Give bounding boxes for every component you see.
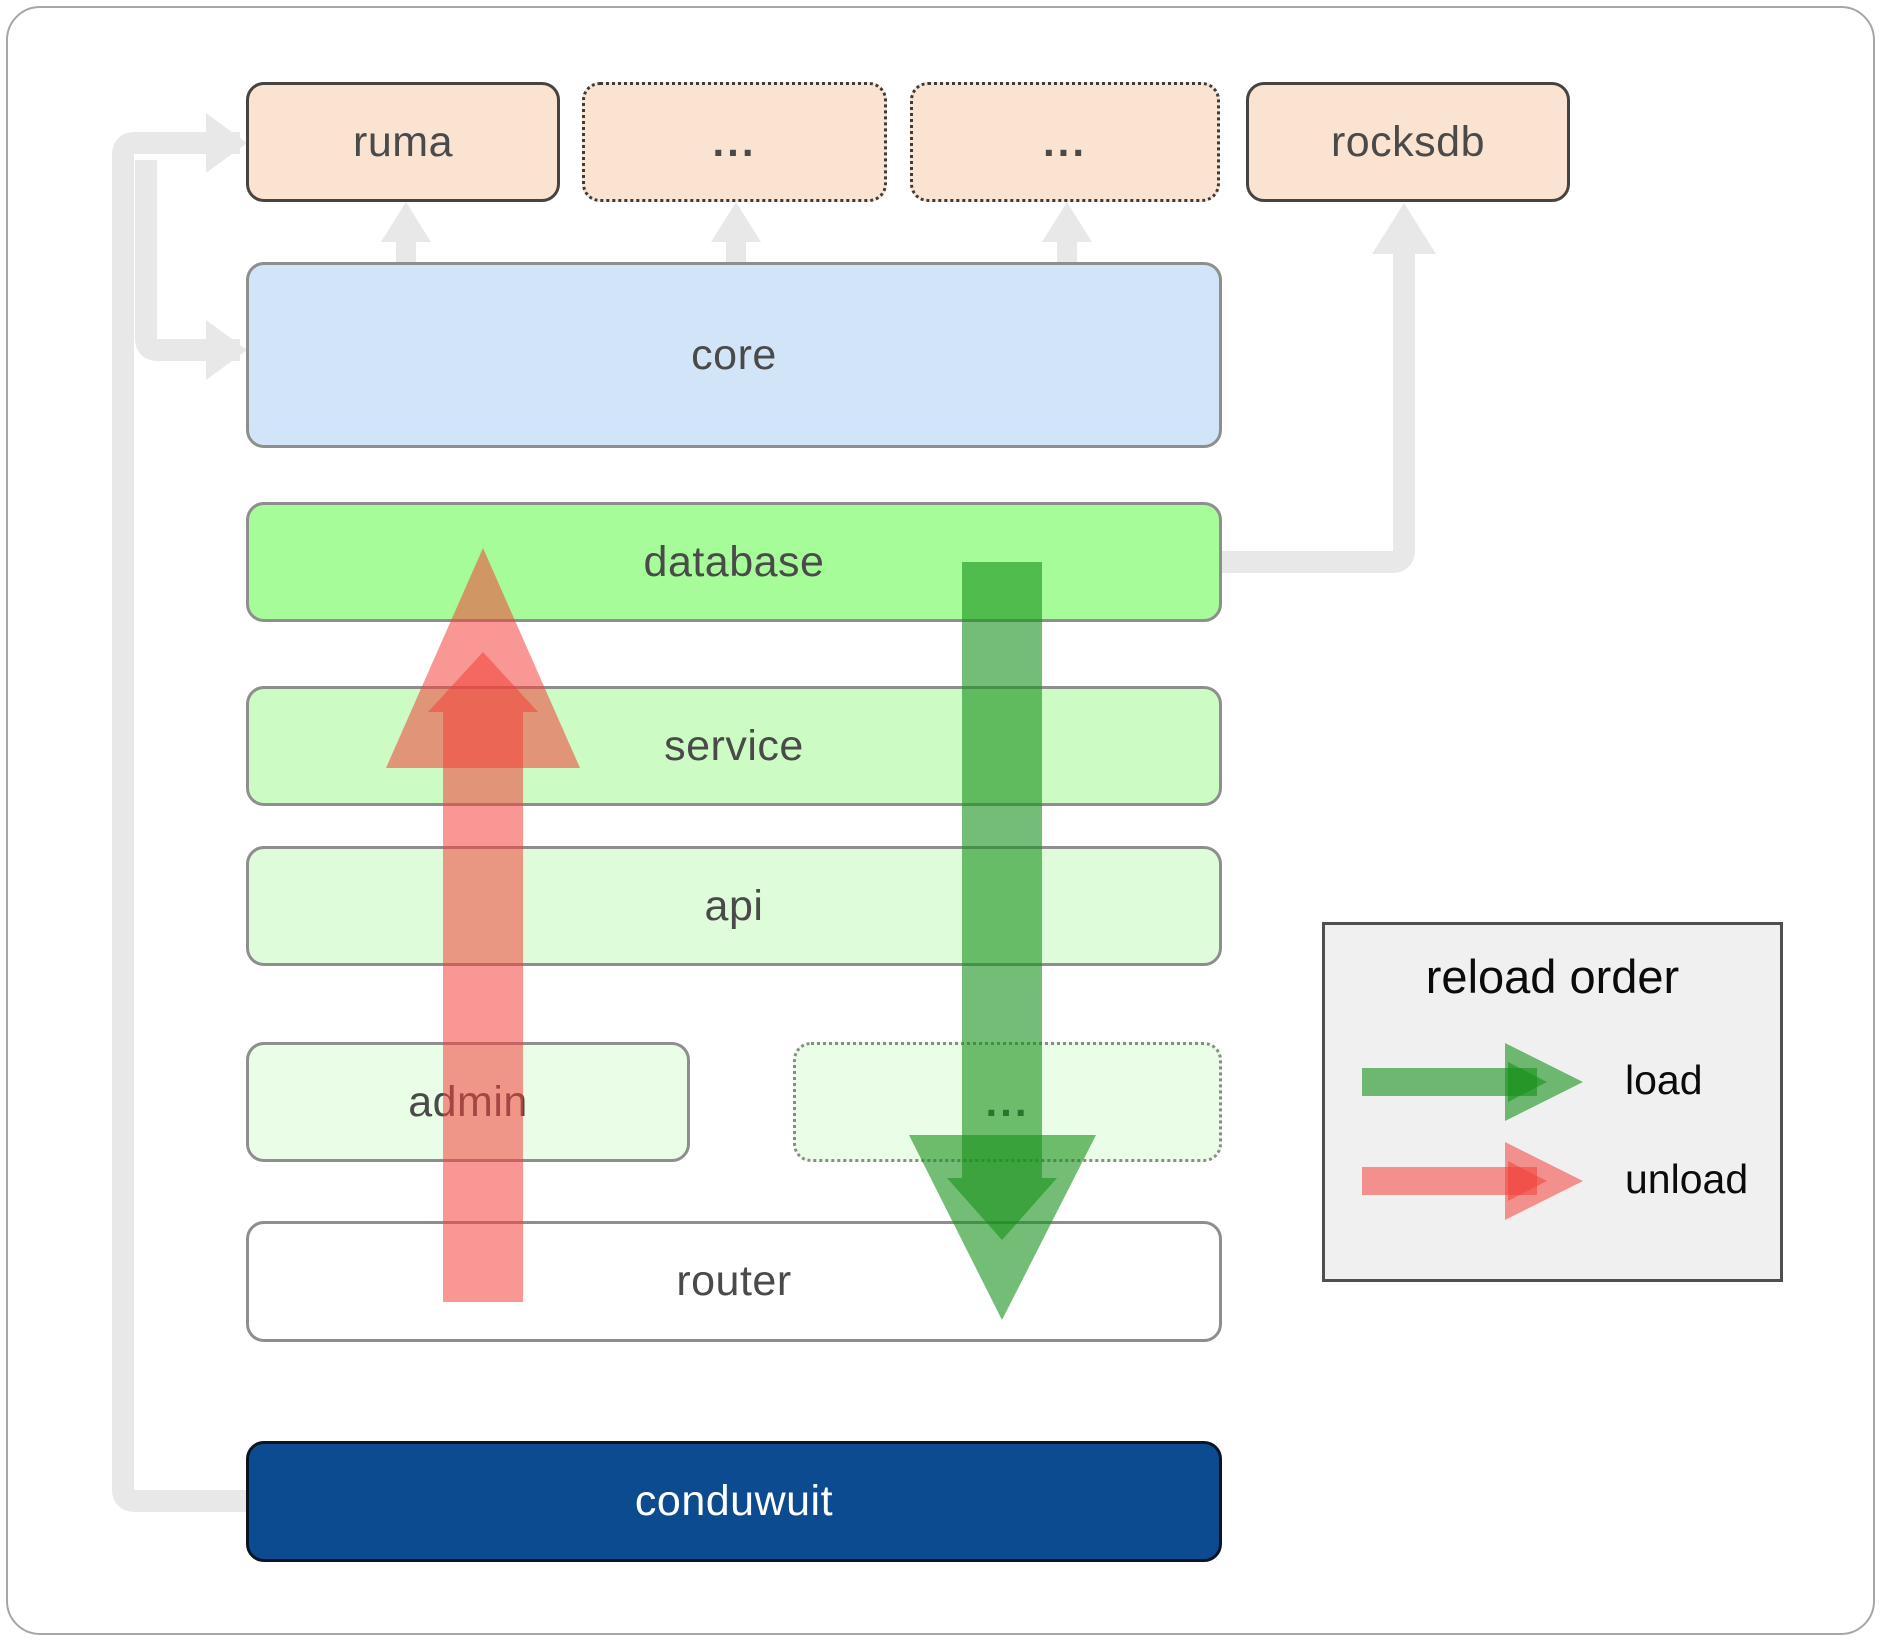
arrowhead-into-ruma [206, 113, 247, 173]
box-api-label: api [704, 881, 764, 930]
unload-arrow-shaft [443, 712, 523, 1302]
legend-load-arrow-inner-head [1508, 1062, 1547, 1102]
box-ellipsis-top-2: ... [910, 82, 1220, 202]
box-ellipsis-top-2-label: ... [1042, 118, 1087, 165]
legend-unload-label: unload [1625, 1156, 1749, 1202]
legend-load-label: load [1625, 1057, 1703, 1103]
box-conduwuit: conduwuit [246, 1441, 1222, 1562]
arrowhead-core-to-ellipsis2 [1042, 202, 1092, 242]
unload-arrow-inner-head [428, 652, 538, 712]
legend-reload-order: reload order load unload [1322, 922, 1783, 1282]
connector-conduwuit-to-ruma [112, 132, 246, 1512]
box-api: api [246, 846, 1222, 966]
box-core-label: core [691, 330, 777, 379]
arrowhead-into-core [206, 320, 247, 380]
box-ruma-label: ruma [353, 117, 453, 166]
box-database-label: database [643, 537, 825, 586]
box-core: core [246, 262, 1222, 448]
box-router-label: router [676, 1257, 792, 1305]
legend-unload-arrow-inner-head [1508, 1161, 1547, 1201]
legend-title: reload order [1425, 950, 1680, 1003]
load-arrow [909, 562, 1096, 1320]
box-router: router [246, 1221, 1222, 1342]
connector-database-to-rocksdb [1222, 252, 1415, 573]
connector-conduwuit-to-core [135, 160, 240, 361]
legend-load-arrow [1362, 1043, 1583, 1121]
box-ruma: ruma [246, 82, 560, 202]
box-database: database [246, 502, 1222, 622]
box-rocksdb-label: rocksdb [1330, 117, 1486, 166]
arrowhead-core-to-ellipsis1 [711, 202, 761, 242]
box-rocksdb: rocksdb [1246, 82, 1570, 202]
box-ellipsis-top-1-label: ... [712, 118, 757, 165]
box-service-label: service [664, 721, 804, 770]
box-conduwuit-label: conduwuit [634, 1477, 834, 1525]
legend-unload-arrow [1362, 1142, 1583, 1220]
unload-arrow [386, 548, 580, 1302]
box-ellipsis-top-1: ... [582, 82, 887, 202]
load-arrow-inner-head [947, 1178, 1057, 1240]
arrowhead-core-to-ruma [381, 202, 431, 242]
load-arrow-shaft [962, 562, 1042, 1178]
arrowhead-into-rocksdb [1372, 203, 1436, 254]
